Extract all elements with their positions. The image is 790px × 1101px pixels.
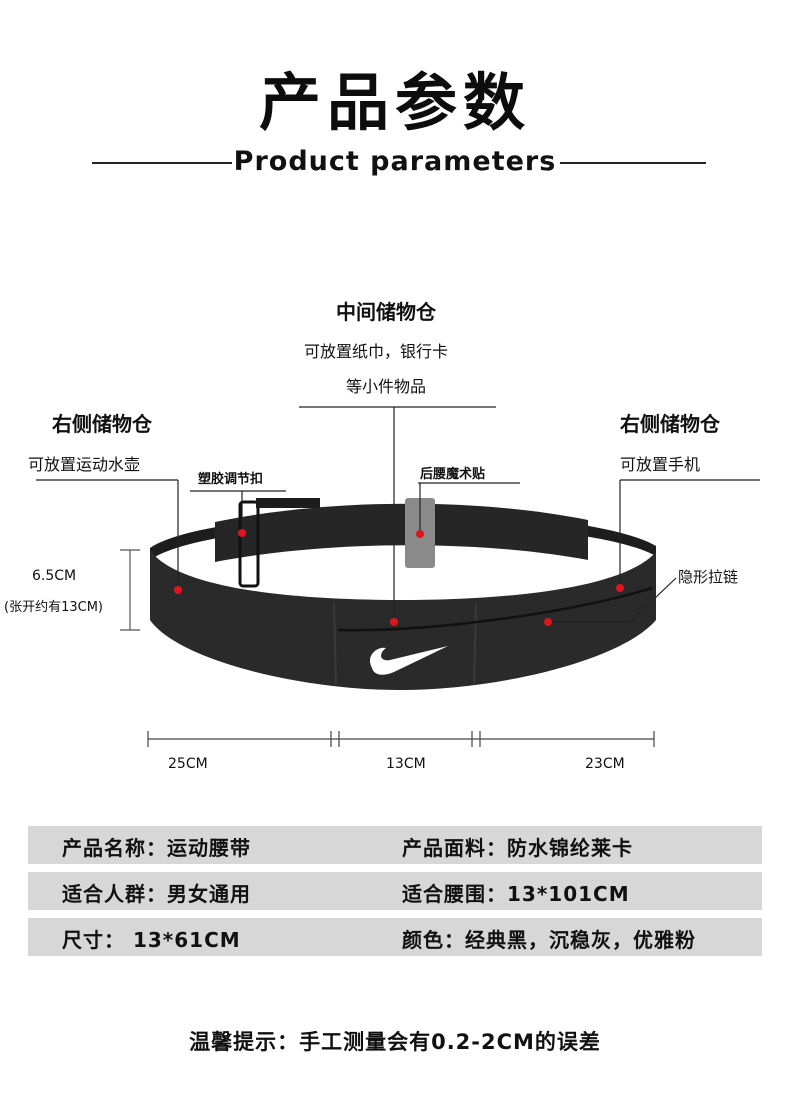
spec-waist: 适合腰围：13*101CM [402, 882, 630, 906]
title-rule-left [92, 162, 232, 164]
plastic-buckle [238, 500, 260, 588]
belt-inner-panel [215, 503, 588, 562]
belt-diagram [36, 406, 760, 747]
right-pocket-desc: 可放置手机 [620, 455, 701, 474]
spec-colors: 颜色：经典黑，沉稳灰，优雅粉 [402, 928, 696, 952]
marker-velcro [416, 530, 424, 538]
marker-middle-pocket [390, 618, 398, 626]
left-pocket-title: 右侧储物仓 [52, 412, 152, 436]
spec-row-2: 适合人群：男女通用 适合腰围：13*101CM [28, 872, 762, 910]
middle-pocket-desc-1: 可放置纸巾，银行卡 [304, 342, 449, 361]
page-subtitle: Product parameters [233, 146, 557, 177]
buckle-label: 塑胶调节扣 [198, 472, 264, 487]
stretch-note: (张开约有13CM) [4, 600, 103, 615]
marker-left-pocket [174, 586, 182, 594]
right-pocket-title: 右侧储物仓 [620, 412, 720, 436]
marker-buckle [238, 529, 246, 537]
swoosh-logo-icon [370, 646, 448, 675]
length-middle: 13CM [386, 756, 426, 772]
spec-row-1: 产品名称：运动腰带 产品面料：防水锦纶莱卡 [28, 826, 762, 864]
spec-size: 尺寸： 13*61CM [62, 928, 241, 952]
length-right: 23CM [585, 756, 625, 772]
height-dim-label: 6.5CM [32, 568, 77, 584]
spec-fabric: 产品面料：防水锦纶莱卡 [402, 836, 633, 860]
spec-row-3: 尺寸： 13*61CM 颜色：经典黑，沉稳灰，优雅粉 [28, 918, 762, 956]
left-pocket-desc: 可放置运动水壶 [28, 455, 141, 474]
marker-zipper [544, 618, 552, 626]
marker-right-pocket [616, 584, 624, 592]
middle-pocket-desc-2: 等小件物品 [346, 377, 427, 396]
middle-pocket-title: 中间储物仓 [336, 300, 436, 324]
title-rule-right [560, 162, 706, 164]
measurement-note: 温馨提示：手工测量会有0.2-2CM的误差 [189, 1030, 601, 1054]
zipper-label: 隐形拉链 [678, 568, 739, 586]
velcro-label: 后腰魔术贴 [420, 467, 486, 482]
spec-product-name: 产品名称：运动腰带 [62, 836, 251, 860]
belt-front-band [150, 550, 656, 690]
spec-audience: 适合人群：男女通用 [62, 882, 251, 906]
page-title: 产品参数 [258, 66, 531, 139]
length-left: 25CM [168, 756, 208, 772]
